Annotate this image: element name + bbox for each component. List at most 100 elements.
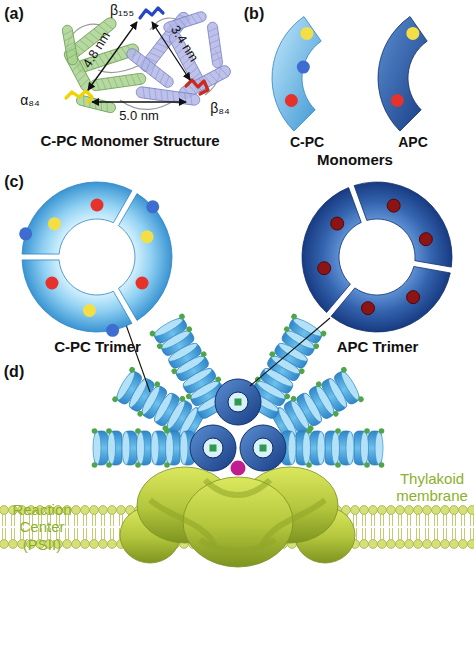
node-shape [368, 12, 458, 150]
node-label: APC [368, 134, 458, 150]
psii-band [150, 500, 215, 545]
helix-turn [149, 50, 160, 60]
lipid-tail [473, 528, 474, 540]
linker-protein [290, 313, 298, 321]
lipid-tail [374, 528, 375, 540]
distance-arrow [92, 101, 186, 102]
helix-turn [187, 67, 199, 75]
panel-letter: (c) [4, 173, 24, 191]
chromophore [186, 80, 208, 94]
lipid-head [414, 540, 423, 549]
core-ring [215, 379, 261, 425]
psii-band [205, 480, 270, 495]
helix-turn [64, 36, 74, 41]
linker-protein [340, 366, 348, 374]
disk-face [317, 432, 325, 465]
lipid-tail [452, 528, 453, 540]
trimer-segment [331, 266, 450, 332]
chromophore [140, 8, 163, 18]
rod-disk [311, 431, 326, 465]
helix-turn [208, 27, 218, 31]
chromophore-dot [141, 230, 154, 243]
panel-caption: C-PC Monomer Structure [40, 132, 219, 149]
lipid-tail [443, 514, 444, 526]
lipid-head [81, 540, 90, 549]
disk-face [180, 432, 188, 465]
helix-turn [143, 61, 152, 72]
helix-turn [81, 96, 86, 106]
core-ring [190, 425, 236, 471]
trimer-segment [118, 194, 172, 321]
phycocyanin-rod [92, 428, 195, 468]
helix-body [207, 22, 223, 69]
helix-body [136, 86, 201, 106]
coil [98, 65, 140, 72]
psii-subunit [183, 477, 293, 567]
helix-turn [153, 89, 158, 100]
psii-band [262, 500, 325, 545]
lipid-tail [401, 514, 402, 526]
lipid-head [432, 506, 441, 515]
lipid-head [423, 506, 432, 515]
lipid-tail [104, 528, 105, 540]
panel-letter: (a) [4, 5, 24, 23]
lipid-head [63, 540, 72, 549]
chromophore-dot [106, 324, 119, 337]
lipid-tail [473, 514, 474, 526]
rod-disk [340, 431, 355, 465]
lipid-tail [380, 528, 381, 540]
lipid-head [378, 506, 387, 515]
disk-face [346, 432, 354, 465]
lipid-tail [371, 514, 372, 526]
linker-protein [357, 395, 365, 403]
lipid-head [369, 540, 378, 549]
linker-protein [268, 350, 276, 358]
lipid-tail [2, 528, 3, 540]
leader-line [125, 322, 150, 392]
helix-turn [171, 91, 176, 102]
disk-face [288, 432, 296, 465]
linker-protein [185, 392, 193, 400]
lipid-tail [398, 514, 399, 526]
chromophore-dot [48, 217, 61, 230]
chromophore-dot [406, 27, 419, 40]
lipid-tail [2, 514, 3, 526]
helix-turn [134, 54, 143, 65]
disk-face [137, 432, 145, 465]
chromophore-dot [136, 277, 149, 290]
panel-letter: (d) [4, 363, 24, 381]
lipid-head [450, 506, 459, 515]
linker-protein [164, 462, 170, 468]
helix-turn [80, 38, 90, 49]
chromophore-dot [419, 233, 432, 246]
trimer-segment [302, 188, 361, 313]
helix-turn [95, 79, 100, 90]
lipid-tail [380, 514, 381, 526]
lipid-head [450, 540, 459, 549]
lipid-tail [389, 528, 390, 540]
rod-disk [92, 428, 108, 468]
lipid-head [108, 540, 117, 549]
lipid-tail [101, 514, 102, 526]
apc-trimer: APC Trimer [295, 175, 460, 355]
rod-disk [151, 431, 166, 465]
helix-turn [148, 65, 157, 76]
lipid-head [360, 540, 369, 549]
helix-turn [191, 14, 197, 24]
trimer-segment [22, 182, 132, 254]
lipid-tail [389, 514, 390, 526]
chromophore-dot [45, 277, 58, 290]
chromophore-dot [91, 199, 104, 212]
linker-protein [214, 375, 222, 383]
lipid-tail [446, 514, 447, 526]
linker-protein [92, 428, 98, 434]
helix-turn [125, 75, 130, 86]
chromophore [66, 91, 92, 102]
trimer [19, 182, 172, 337]
lipid-head [9, 540, 18, 549]
lipid-head [405, 506, 414, 515]
lipid-tail [392, 528, 393, 540]
lipid-tail [356, 514, 357, 526]
lipid-head [108, 506, 117, 515]
linker-protein [283, 392, 291, 400]
